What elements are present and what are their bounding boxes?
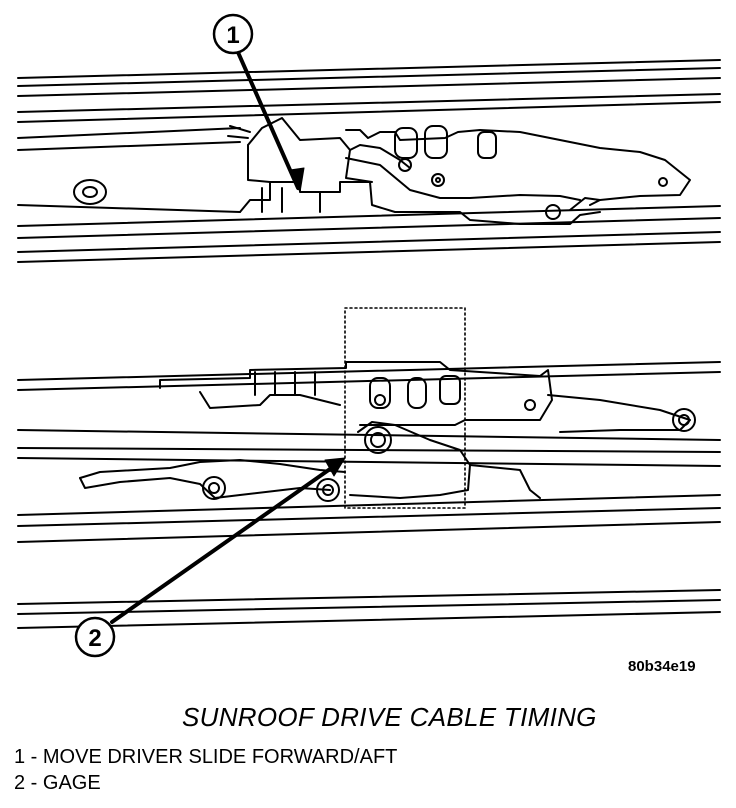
top-view-bolt [73,179,107,205]
bottom-view-slide-mechanism [159,361,696,499]
gage-outline [344,307,466,509]
figure-code: 80b34e19 [628,658,696,675]
legend-item-2: 2 - GAGE [14,772,101,794]
callout-1-number: 1 [226,22,239,49]
callout-2-number: 2 [88,625,101,652]
callout-2 [74,457,346,658]
callout-1 [212,13,305,193]
diagram-title: SUNROOF DRIVE CABLE TIMING [182,702,597,732]
legend-item-1: 1 - MOVE DRIVER SLIDE FORWARD/AFT [14,746,398,768]
sunroof-drive-cable-diagram: 1 2 [17,13,721,658]
bottom-view-drive-cable [79,459,346,502]
bottom-view-track [17,361,721,629]
top-view-slide-mechanism [239,117,691,225]
top-view-track [17,59,721,263]
